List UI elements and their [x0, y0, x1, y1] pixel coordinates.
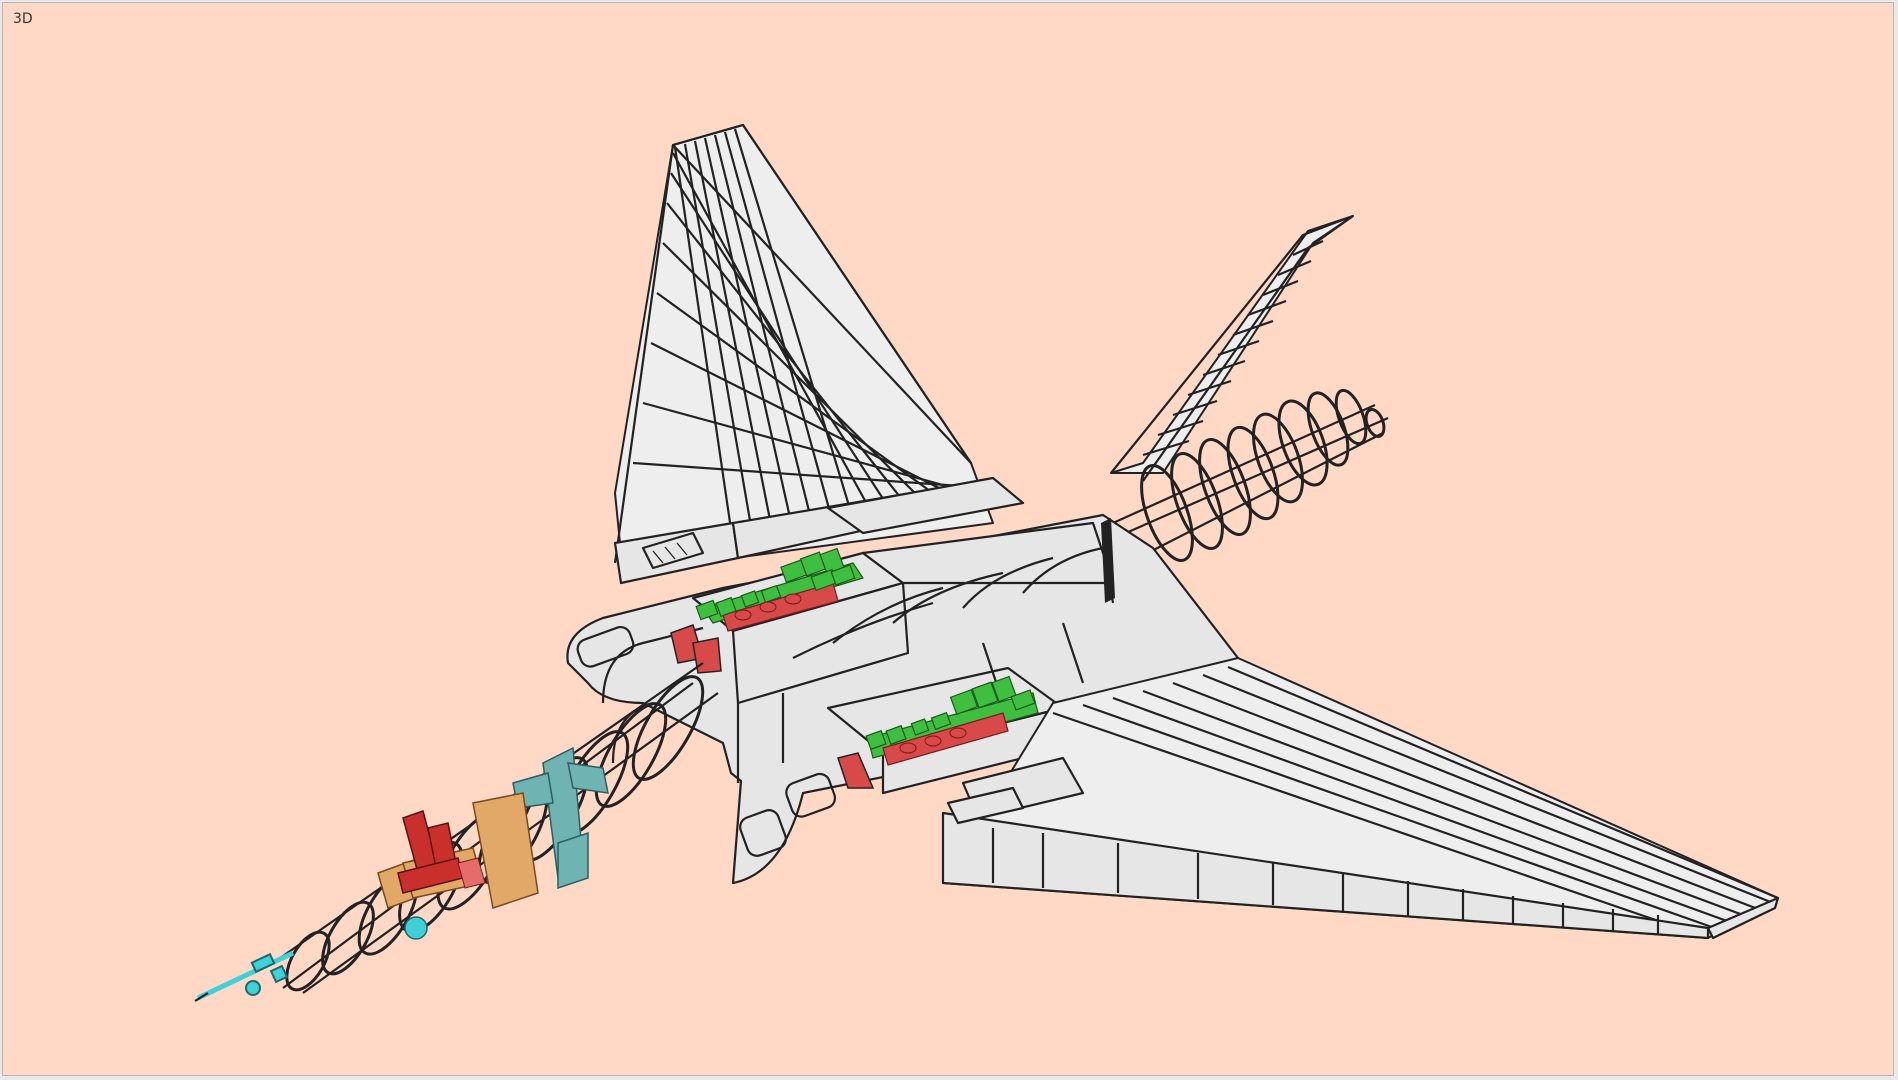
aircraft-model[interactable] [3, 3, 1894, 1076]
lower-equipment-bay[interactable] [837, 675, 1039, 789]
rear-fuselage-frames[interactable] [1102, 387, 1389, 567]
right-wing-structure[interactable] [941, 657, 1780, 940]
left-wing-structure[interactable] [613, 123, 1025, 585]
upper-equipment-bay[interactable] [670, 547, 864, 674]
cockpit-components[interactable] [194, 746, 609, 1002]
view-mode-label[interactable]: 3D [13, 11, 33, 27]
vertical-tail-structure[interactable] [1110, 214, 1354, 482]
